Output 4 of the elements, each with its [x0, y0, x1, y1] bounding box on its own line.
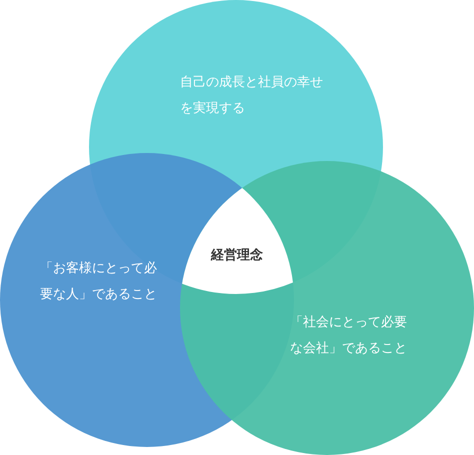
circle-text: 「社会にとって必要な会社」であること [290, 314, 408, 358]
circle-text: 自己の成長と社員の幸せを実現する [180, 74, 324, 118]
center-label: 経営理念 [211, 247, 263, 265]
circle-text: 「お客様にとって必要な人」であること [40, 260, 158, 304]
